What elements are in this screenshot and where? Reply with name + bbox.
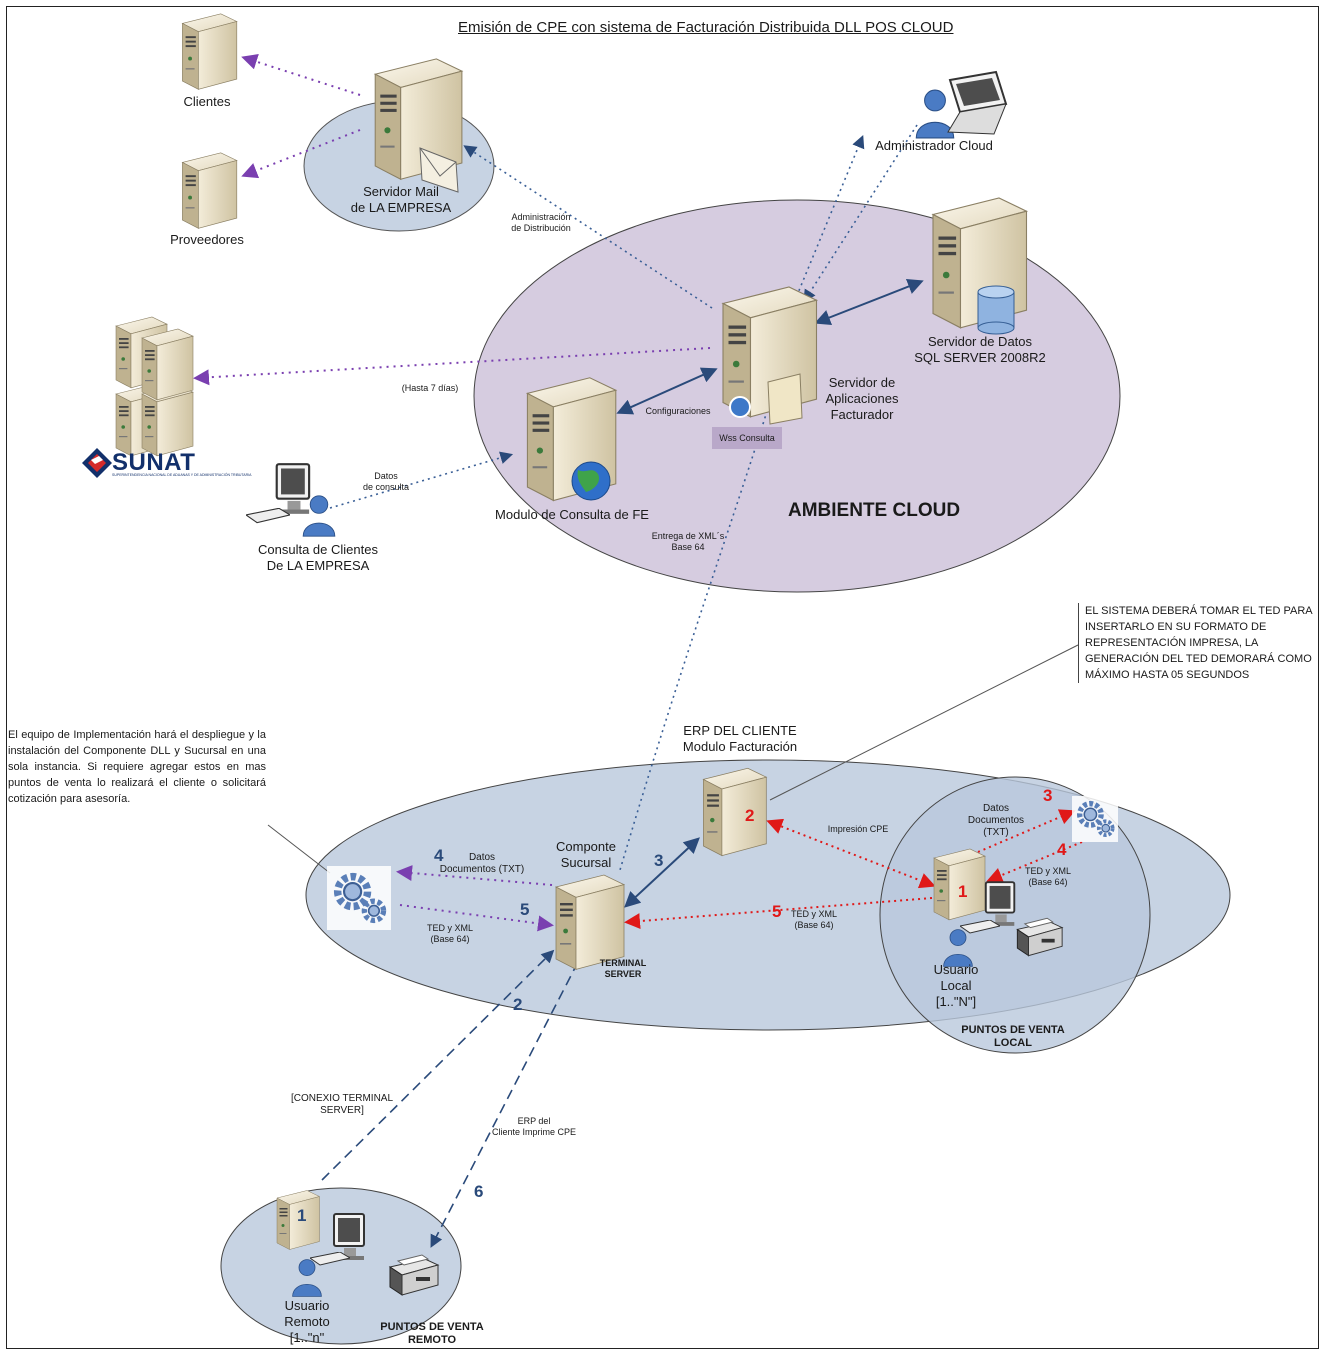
consulta-server-label: Modulo de Consulta de FE xyxy=(495,507,649,522)
consulta-keyboard-icon xyxy=(246,508,290,524)
entrega-xml-label: Entrega de XML´s Base 64 xyxy=(651,531,725,552)
admin-cloud-link-1 xyxy=(759,135,865,386)
admin-distribucion-label: Administración de Distribución xyxy=(511,212,571,233)
terminal-server-icon xyxy=(555,874,625,970)
step-number: 3 xyxy=(1043,786,1053,805)
clientes-server-icon xyxy=(182,13,238,90)
app-db-link xyxy=(814,278,924,326)
admin-cloud-link-2 xyxy=(803,124,918,303)
datos-documentos-suc-label: Datos Documentos (TXT) xyxy=(439,852,525,875)
remote-conexion-link xyxy=(321,949,555,1181)
datos-consulta-label: Datos de consulta xyxy=(362,471,410,492)
terminal-server-label: TERMINAL SERVER xyxy=(599,958,647,979)
local-gear-icon xyxy=(1072,796,1118,842)
usuario-remoto-label: Usuario Remoto [1.."n" xyxy=(284,1298,330,1345)
admin-cloud-label: Administrador Cloud xyxy=(875,138,993,153)
step-number: 5 xyxy=(772,902,782,921)
implementation-note: El equipo de Implementación hará el desp… xyxy=(8,729,266,805)
sunat-link xyxy=(193,347,711,386)
proveedores-label: Proveedores xyxy=(170,232,244,247)
consulta-monitor-icon xyxy=(275,463,311,515)
mail-server-label: Servidor Mail de LA EMPRESA xyxy=(350,184,452,215)
local-pos-zone xyxy=(879,776,1151,1054)
mail-clientes-link xyxy=(241,54,361,96)
step-number: 2 xyxy=(745,806,755,825)
consulta-link xyxy=(329,451,514,509)
local-gear-datos-link xyxy=(977,809,1076,853)
conexion-ts-label: [CONEXIO TERMINAL SERVER] xyxy=(290,1093,394,1116)
suc-gear-icon xyxy=(327,866,391,930)
sunat-logo-subtitle: SUPERINTENDENCIA NACIONAL DE ADUANAS Y D… xyxy=(112,473,252,477)
laptop-icon xyxy=(947,70,1008,135)
globe-icon xyxy=(571,461,611,501)
step-number: 6 xyxy=(474,1182,484,1201)
sunat-logo-icon xyxy=(82,448,112,478)
consulta-clientes-label: Consulta de Clientes De LA EMPRESA xyxy=(258,542,378,573)
step-number: 1 xyxy=(958,882,968,901)
step-number: 3 xyxy=(654,851,664,870)
impresion-cpe-link xyxy=(766,818,936,889)
suc-erp-link xyxy=(624,837,700,908)
proveedores-server-icon xyxy=(182,152,238,229)
step-number: 5 xyxy=(520,900,530,919)
folder-icon xyxy=(767,373,803,425)
datos-documentos-local-label: Datos Documentos (TXT) xyxy=(967,803,1025,838)
ted-xml-erp-label: TED y XML (Base 64) xyxy=(790,909,837,930)
configuraciones-label: Configuraciones xyxy=(645,406,711,416)
local-gear-ted-link xyxy=(986,841,1083,883)
database-icon xyxy=(977,285,1015,335)
suc-gear-datos-link xyxy=(396,865,553,886)
wss-globe-icon xyxy=(729,396,751,418)
erp-imprime-label: ERP del Cliente Imprime CPE xyxy=(491,1116,577,1137)
admin-distribucion-link xyxy=(463,145,713,309)
wss-consulta-label: Wss Consulta xyxy=(712,427,782,449)
app-server-label: Servidor de Aplicaciones Facturador xyxy=(825,375,899,422)
ted-xml-suc-label: TED y XML (Base 64) xyxy=(426,923,473,944)
step-number: 2 xyxy=(513,995,523,1014)
mail-envelope-icon xyxy=(419,147,459,193)
erp-label: ERP DEL CLIENTE Modulo Facturación xyxy=(682,723,798,754)
diagram-title: Emisión de CPE con sistema de Facturació… xyxy=(458,19,954,36)
clientes-label: Clientes xyxy=(183,94,231,109)
usuario-local-label: Usuario Local [1.."N"] xyxy=(933,962,979,1009)
puntos-venta-local-label: PUNTOS DE VENTA LOCAL xyxy=(961,1024,1065,1049)
step-number: 4 xyxy=(1057,840,1067,859)
suc-gear-ted-link xyxy=(399,904,554,932)
config-link xyxy=(616,367,718,415)
consulta-person-icon xyxy=(302,495,336,537)
puntos-venta-remoto-label: PUNTOS DE VENTA REMOTO xyxy=(380,1321,484,1346)
db-server-label: Servidor de Datos SQL SERVER 2008R2 xyxy=(914,334,1046,365)
impresion-cpe-label: Impresión CPE xyxy=(827,824,889,834)
componente-sucursal-label: Componte Sucursal xyxy=(556,839,616,870)
step-number: 4 xyxy=(434,846,444,865)
ambiente-cloud-label: AMBIENTE CLOUD xyxy=(788,500,961,521)
erp-server-icon xyxy=(703,767,767,856)
note-left-pointer xyxy=(267,824,331,874)
sunat-server-icon xyxy=(141,328,194,401)
step-number: 1 xyxy=(297,1206,307,1225)
ted-xml-local-label: TED y XML (Base 64) xyxy=(1024,866,1071,887)
sunat-logo-text: SUNAT xyxy=(112,449,196,476)
note-right-pointer xyxy=(769,644,1079,801)
hasta-7-dias-label: (Hasta 7 días) xyxy=(401,383,459,393)
ted-note: EL SISTEMA DEBERÁ TOMAR EL TED PARA INSE… xyxy=(1078,603,1325,683)
remote-imprime-link xyxy=(430,961,579,1248)
admin-person-icon xyxy=(915,89,955,139)
